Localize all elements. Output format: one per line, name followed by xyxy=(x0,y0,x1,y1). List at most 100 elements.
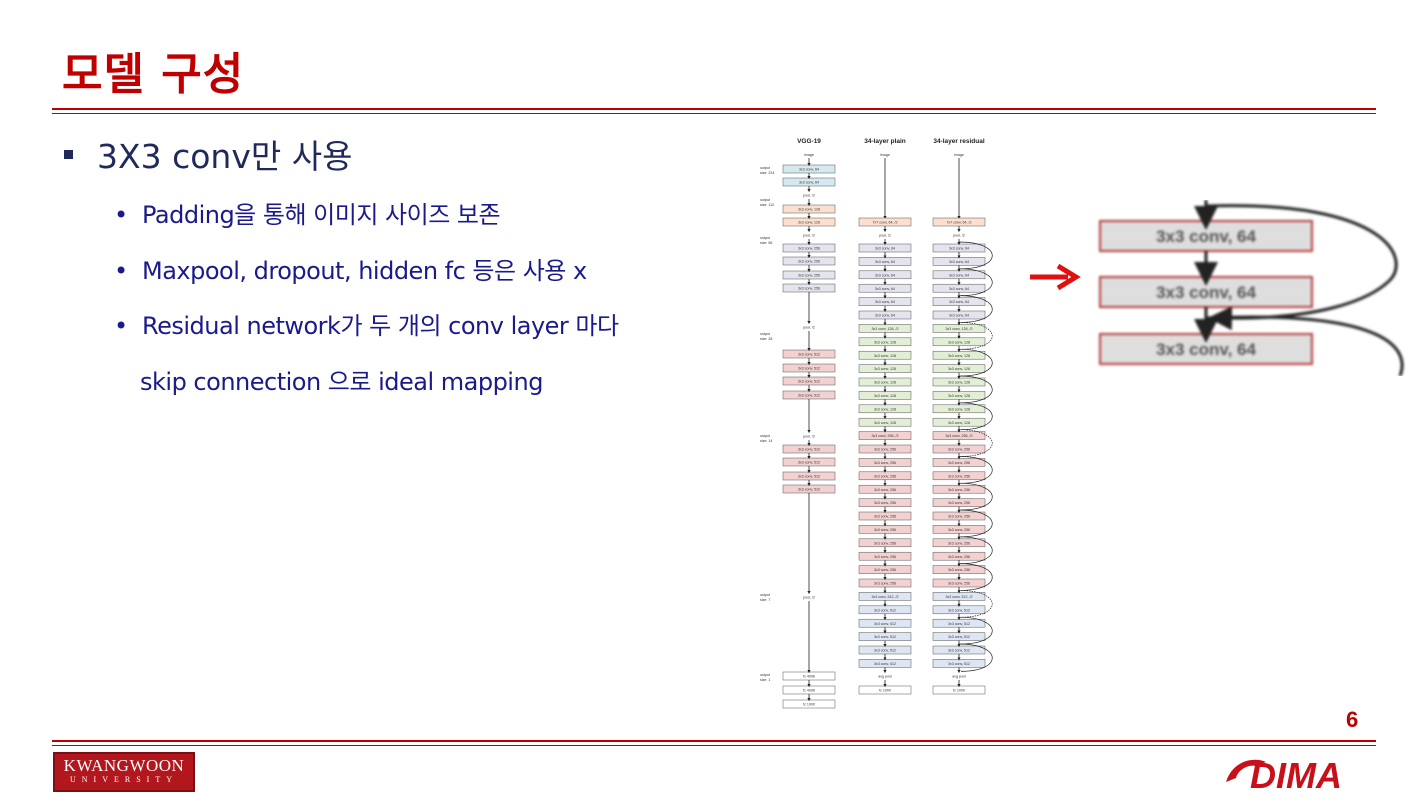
layer-label: pool, /2 xyxy=(953,234,965,238)
kwangwoon-name: KWANGWOON xyxy=(63,756,185,775)
layer-label: 3x3 conv, 512, /2 xyxy=(945,595,972,599)
layer-label: 3x3 conv, 256 xyxy=(948,582,970,586)
layer-label: 3x3 conv, 64 xyxy=(799,181,819,185)
layer-label: 3x3 conv, 256, /2 xyxy=(871,434,898,438)
layer-label: 3x3 conv, 512 xyxy=(948,649,970,653)
layer-label: fc 4096 xyxy=(803,675,815,679)
layer-label: 3x3 conv, 512 xyxy=(874,662,896,666)
layer-label: pool, /2 xyxy=(803,596,815,600)
layer-label: 3x3 conv, 512 xyxy=(798,380,820,384)
layer-label: 3x3 conv, 128 xyxy=(948,407,970,411)
layer-label: 3x3 conv, 256 xyxy=(874,555,896,559)
dot-bullet-icon: • xyxy=(114,201,128,229)
layer-label: 3x3 conv, 256 xyxy=(874,515,896,519)
zoom-label-1: 3x3 conv, 64 xyxy=(1156,227,1256,246)
layer-label: 3x3 conv, 512 xyxy=(948,622,970,626)
layer-label: 3x3 conv, 128 xyxy=(948,394,970,398)
layer-label: 3x3 conv, 256 xyxy=(948,555,970,559)
layer-label: avg pool xyxy=(878,675,892,679)
layer-label: 3x3 conv, 64 xyxy=(949,260,969,264)
title-divider-thin xyxy=(52,113,1376,114)
skip-connection xyxy=(958,536,993,564)
layer-label: avg pool xyxy=(952,675,966,679)
layer-label: 3x3 conv, 64 xyxy=(949,247,969,251)
layer-label: 3x3 conv, 512 xyxy=(948,662,970,666)
residual-zoom-diagram: 3x3 conv, 64 3x3 conv, 64 3x3 conv, 64 xyxy=(1099,200,1404,376)
layer-label: 3x3 conv, 512 xyxy=(798,367,820,371)
sub-bullet-3-continuation: skip connection 으로 ideal mapping xyxy=(140,368,543,396)
layer-label: pool, /2 xyxy=(803,326,815,330)
layer-label: 3x3 conv, 512 xyxy=(798,394,820,398)
footer-divider xyxy=(52,740,1376,742)
layer-label: 3x3 conv, 512 xyxy=(798,448,820,452)
layer-label: 7x7 conv, 64, /2 xyxy=(872,221,897,225)
layer-label: 3x3 conv, 256, /2 xyxy=(945,434,972,438)
layer-label: 3x3 conv, 256 xyxy=(798,274,820,278)
footer-divider-thin xyxy=(52,745,1376,746)
layer-label: 3x3 conv, 512 xyxy=(798,353,820,357)
skip-connection xyxy=(958,322,993,350)
column-header: 34-layer plain xyxy=(864,138,906,145)
skip-connection xyxy=(958,482,993,511)
layer-label: 3x3 conv, 512 xyxy=(874,649,896,653)
sub-bullet-3: • Residual network가 두 개의 conv layer 마다 xyxy=(114,306,619,341)
output-size-label: output xyxy=(760,434,770,438)
skip-connection xyxy=(958,616,993,645)
layer-label: 3x3 conv, 256 xyxy=(874,448,896,452)
layer-label: 3x3 conv, 128 xyxy=(798,221,820,225)
layer-label: 3x3 conv, 512 xyxy=(874,635,896,639)
column-header: VGG-19 xyxy=(797,138,821,145)
layer-label: 3x3 conv, 512 xyxy=(948,635,970,639)
layer-label: 3x3 conv, 128 xyxy=(948,367,970,371)
layer-label: 3x3 conv, 128, /2 xyxy=(945,327,972,331)
dima-logo-text: DIMA xyxy=(1250,755,1342,794)
layer-label: 3x3 conv, 64 xyxy=(875,260,895,264)
layer-label: 3x3 conv, 128 xyxy=(948,354,970,358)
layer-label: 3x3 conv, 256 xyxy=(874,568,896,572)
sub-bullet-2: •Maxpool, dropout, hidden fc 등은 사용 x xyxy=(114,251,587,286)
input-label: image xyxy=(954,153,964,157)
dima-logo: DIMA xyxy=(1222,752,1372,796)
column-header: 34-layer residual xyxy=(933,138,985,145)
layer-label: 3x3 conv, 512 xyxy=(874,608,896,612)
layer-label: 3x3 conv, 512, /2 xyxy=(871,595,898,599)
layer-label: 3x3 conv, 128 xyxy=(948,421,970,425)
layer-label: 3x3 conv, 128 xyxy=(874,354,896,358)
skip-connection xyxy=(958,429,993,457)
layer-label: pool, /2 xyxy=(879,234,891,238)
layer-label: 3x3 conv, 512 xyxy=(798,461,820,465)
output-size-label: size: 14 xyxy=(760,439,772,443)
layer-label: 3x3 conv, 128, /2 xyxy=(871,327,898,331)
slide-title: 모델 구성 xyxy=(62,49,245,100)
layer-label: 3x3 conv, 128 xyxy=(874,340,896,344)
sub-bullet-3-text: Residual network가 두 개의 conv layer 마다 xyxy=(142,312,619,340)
layer-label: 3x3 conv, 128 xyxy=(948,381,970,385)
layer-label: 3x3 conv, 128 xyxy=(874,394,896,398)
layer-label: 3x3 conv, 256 xyxy=(948,461,970,465)
bullet-main: 3X3 conv만 사용 xyxy=(64,130,352,178)
layer-label: 3x3 conv, 64 xyxy=(875,273,895,277)
architecture-diagram: VGG-19 34-layer plain 34-layer residual ima… xyxy=(760,138,993,709)
layer-label: 3x3 conv, 64 xyxy=(949,287,969,291)
layer-label: 3x3 conv, 512 xyxy=(874,622,896,626)
zoom-label-3: 3x3 conv, 64 xyxy=(1156,340,1256,359)
layer-label: fc 1000 xyxy=(953,689,965,693)
layer-label: 3x3 conv, 256 xyxy=(948,541,970,545)
layer-label: 3x3 conv, 512 xyxy=(798,488,820,492)
skip-connection xyxy=(958,643,993,672)
output-size-label: output xyxy=(760,198,770,202)
layer-label: 3x3 conv, 128 xyxy=(874,407,896,411)
skip-connection xyxy=(958,563,993,591)
layer-label: 3x3 conv, 256 xyxy=(874,501,896,505)
layer-label: 3x3 conv, 512 xyxy=(798,475,820,479)
kwangwoon-logo: KWANGWOON UNIVERSITY xyxy=(53,752,195,792)
layer-label: 3x3 conv, 256 xyxy=(798,260,820,264)
output-size-label: size: 28 xyxy=(760,337,772,341)
dot-bullet-icon: • xyxy=(114,312,128,340)
output-size-label: size: 1 xyxy=(760,678,770,682)
skip-connection xyxy=(958,402,993,430)
layer-label: 3x3 conv, 64 xyxy=(799,168,819,172)
layer-label: pool, /2 xyxy=(803,194,815,198)
layer-label: fc 4096 xyxy=(803,689,815,693)
